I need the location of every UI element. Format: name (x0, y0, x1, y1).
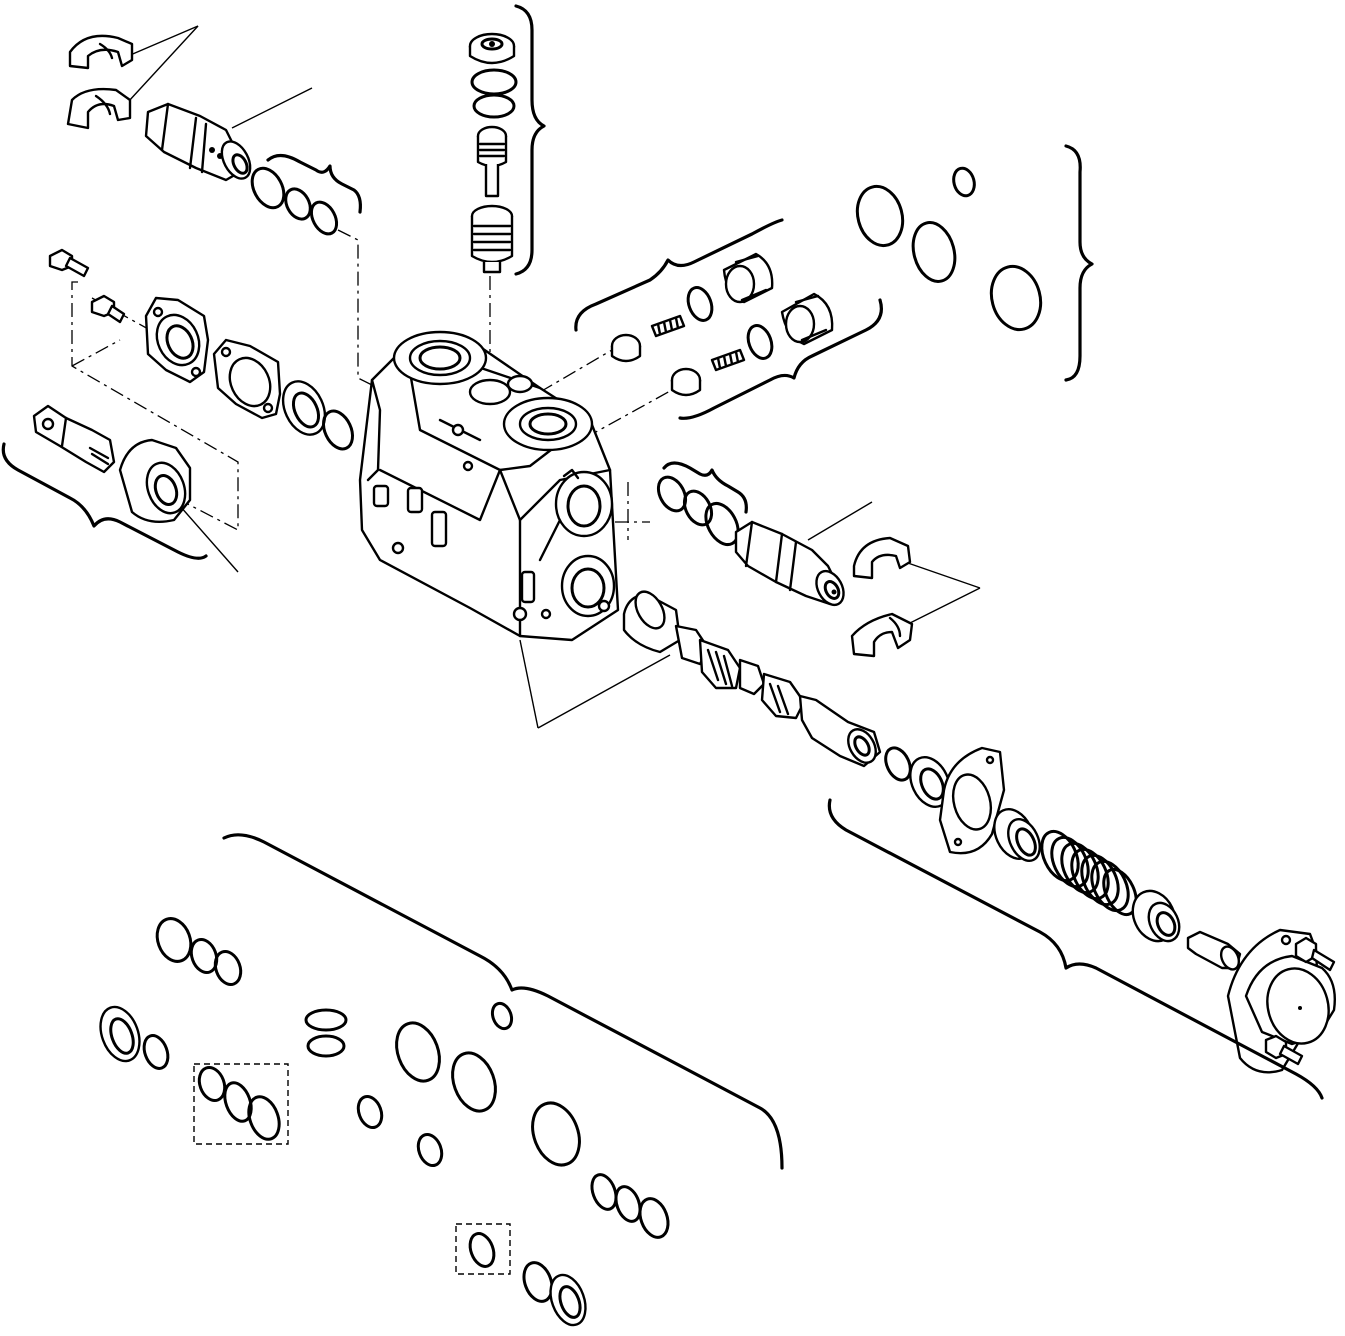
spool-end-assembly (827, 746, 1336, 1100)
cap-bolt-lower (1264, 1034, 1304, 1066)
spring-seat-rear (1131, 889, 1181, 943)
relief-valve-cartridge-right (734, 520, 845, 607)
spring-seat-front (993, 808, 1041, 862)
flange-bolt-upper (48, 248, 90, 278)
seal-ring-kit-small (549, 1273, 587, 1327)
relief-valve-right (656, 461, 914, 658)
optional-o-ring-box-small (455, 1223, 511, 1275)
flange-gasket (212, 338, 282, 420)
brace-plunger-top (574, 218, 784, 332)
brace-spool-link (1, 442, 208, 560)
valve-body (358, 330, 620, 642)
plunger-assembly (574, 218, 883, 420)
port-flange-assembly (48, 248, 355, 451)
spool (622, 590, 882, 768)
plunger-lower (670, 292, 834, 397)
brace-top-check (514, 4, 546, 276)
check-valve-seal-a (470, 68, 518, 96)
spool-spring (1040, 829, 1138, 917)
optional-o-ring-box (193, 1063, 289, 1145)
clip-upper-left-a (68, 34, 134, 70)
flange-bolt-lower (90, 294, 126, 324)
port-flange-plate (144, 296, 210, 384)
spool-link-assembly (1, 404, 208, 560)
o-rings-right (656, 475, 740, 547)
cap-bolt-upper (1294, 936, 1336, 972)
clip-upper-left-b (66, 87, 132, 130)
spool-end-bolt (1186, 930, 1242, 971)
flange-o-ring (321, 409, 355, 451)
spool-plate (938, 746, 1006, 855)
spool-cap (1226, 928, 1336, 1074)
check-valve-top (468, 4, 546, 276)
brace-seal-kit (222, 833, 784, 1170)
brace-spool-end (827, 798, 1324, 1100)
spool-clevis (32, 404, 116, 474)
o-ring-kit (99, 833, 784, 1327)
brace-plunger-bottom (678, 298, 883, 420)
relief-valve-cartridge-left (144, 102, 252, 182)
spool-o-ring (884, 746, 912, 782)
relief-valve-left (66, 34, 362, 236)
check-valve-spring-cartridge (470, 204, 514, 274)
check-valve-seal-b (472, 93, 516, 119)
brace-left-relief (266, 153, 362, 214)
o-ring-group-upper-right (855, 144, 1094, 382)
clip-right-a (852, 536, 912, 580)
brace-right-relief (662, 461, 748, 514)
spool-bushing (118, 438, 192, 523)
plunger-upper (610, 252, 774, 363)
brace-upper-right (1064, 144, 1094, 382)
leader-lines (127, 25, 981, 729)
check-valve-plug (468, 32, 516, 65)
clip-right-b (850, 612, 914, 658)
o-rings-left (250, 166, 339, 236)
check-valve-poppet (476, 125, 508, 198)
flange-seal-ring (281, 380, 327, 436)
seal-ring-kit (99, 1005, 141, 1063)
